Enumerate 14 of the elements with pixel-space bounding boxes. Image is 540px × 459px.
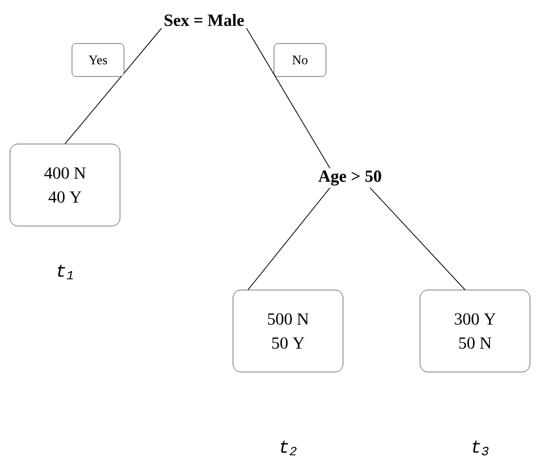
leaf-box: 400 N 40 Y bbox=[10, 144, 120, 226]
branch-line bbox=[246, 28, 330, 169]
leaf-name: t$_{1}$ bbox=[58, 264, 73, 280]
split-label: Sex = Male bbox=[164, 14, 244, 26]
edge-label: Yes bbox=[72, 43, 124, 77]
leaf-box: 500 N 50 Y bbox=[232, 290, 344, 372]
branch-line bbox=[248, 187, 330, 290]
branch-line bbox=[64, 28, 162, 144]
branch-line bbox=[370, 187, 466, 290]
leaf-box: 300 Y 50 N bbox=[420, 290, 530, 372]
split-label: Age > 50 bbox=[318, 170, 382, 186]
leaf-name: t$_{2}$ bbox=[280, 440, 296, 456]
edge-label: No bbox=[274, 43, 326, 77]
leaf-name: t$_{3}$ bbox=[472, 440, 488, 456]
